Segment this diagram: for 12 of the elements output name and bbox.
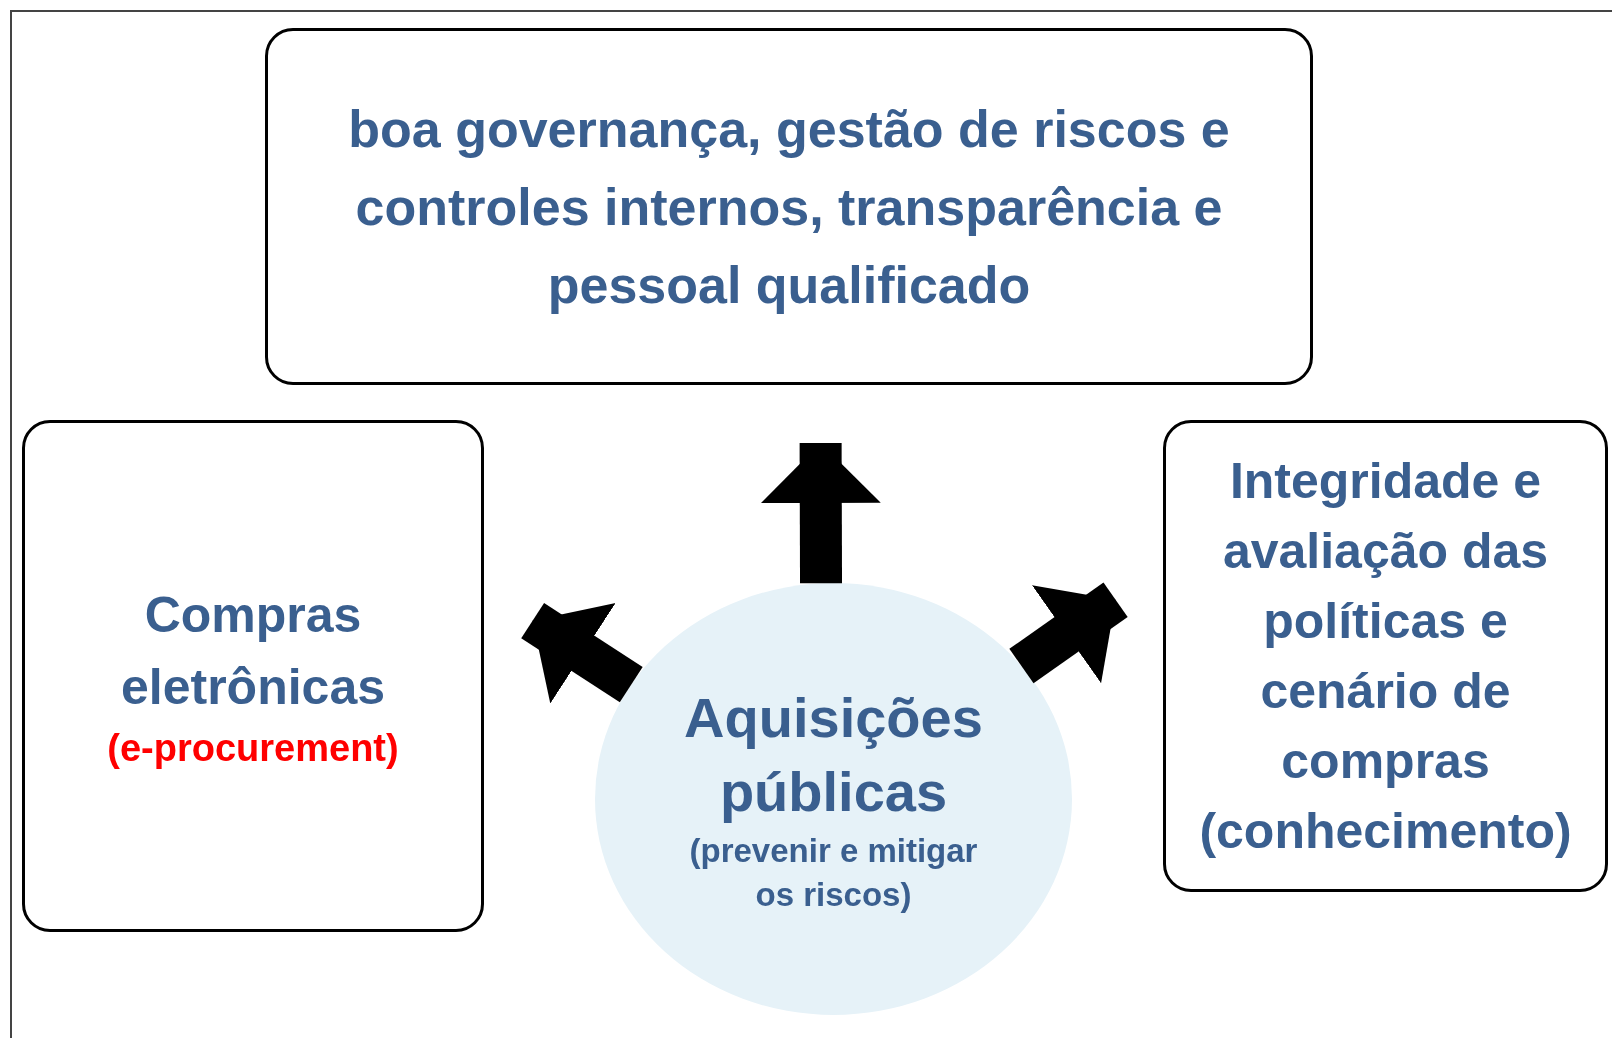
node-text: (prevenir e mitigar os riscos) [688,831,979,915]
block-arrow [1009,582,1128,684]
node-text: boa governança, gestão de riscos e controles internos, transparência e pessoal qualificado [347,98,1231,316]
text-box [22,420,484,932]
node-text: (e-procurement) [107,726,399,771]
node-text: Aquisições públicas [683,685,984,825]
node-text: Integridade e avaliação das políticas e cenário de compras (conhecimento) [1198,452,1573,861]
block-arrow [760,442,881,584]
node-text: Compras eletrônicas [120,586,386,717]
text-box [265,28,1313,385]
text-box [1163,420,1608,892]
block-arrow [521,602,643,704]
